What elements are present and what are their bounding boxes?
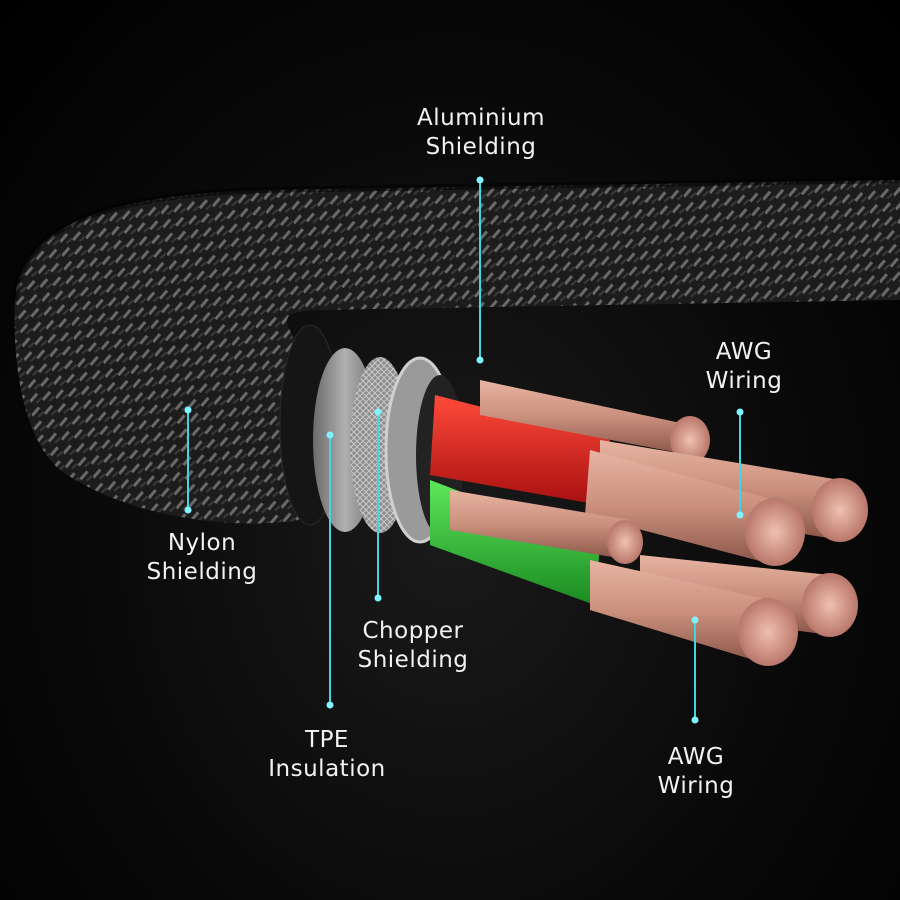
label-line: Insulation bbox=[268, 756, 386, 782]
copper-strands bbox=[450, 380, 868, 666]
nylon-braided-jacket bbox=[14, 180, 900, 524]
label-line: Wiring bbox=[705, 368, 783, 394]
label-aluminium-shielding: Aluminium Shielding bbox=[417, 104, 545, 162]
label-line: TPE bbox=[305, 727, 349, 753]
label-line: Shielding bbox=[357, 647, 469, 673]
label-line: Wiring bbox=[657, 773, 735, 799]
label-line: AWG bbox=[715, 339, 773, 365]
label-awg-wiring-top: AWG Wiring bbox=[706, 338, 783, 396]
label-awg-wiring-bottom: AWG Wiring bbox=[658, 743, 735, 801]
label-chopper-shielding: Chopper Shielding bbox=[358, 617, 469, 675]
label-line: AWG bbox=[667, 744, 725, 770]
label-line: Aluminium bbox=[417, 105, 545, 131]
label-line: Chopper bbox=[362, 618, 464, 644]
label-tpe-insulation: TPE Insulation bbox=[268, 726, 385, 784]
red-wire bbox=[430, 395, 610, 505]
label-nylon-shielding: Nylon Shielding bbox=[147, 529, 258, 587]
label-line: Shielding bbox=[425, 134, 537, 160]
label-line: Shielding bbox=[146, 559, 258, 585]
label-line: Nylon bbox=[167, 530, 237, 556]
callouts bbox=[184, 176, 744, 724]
